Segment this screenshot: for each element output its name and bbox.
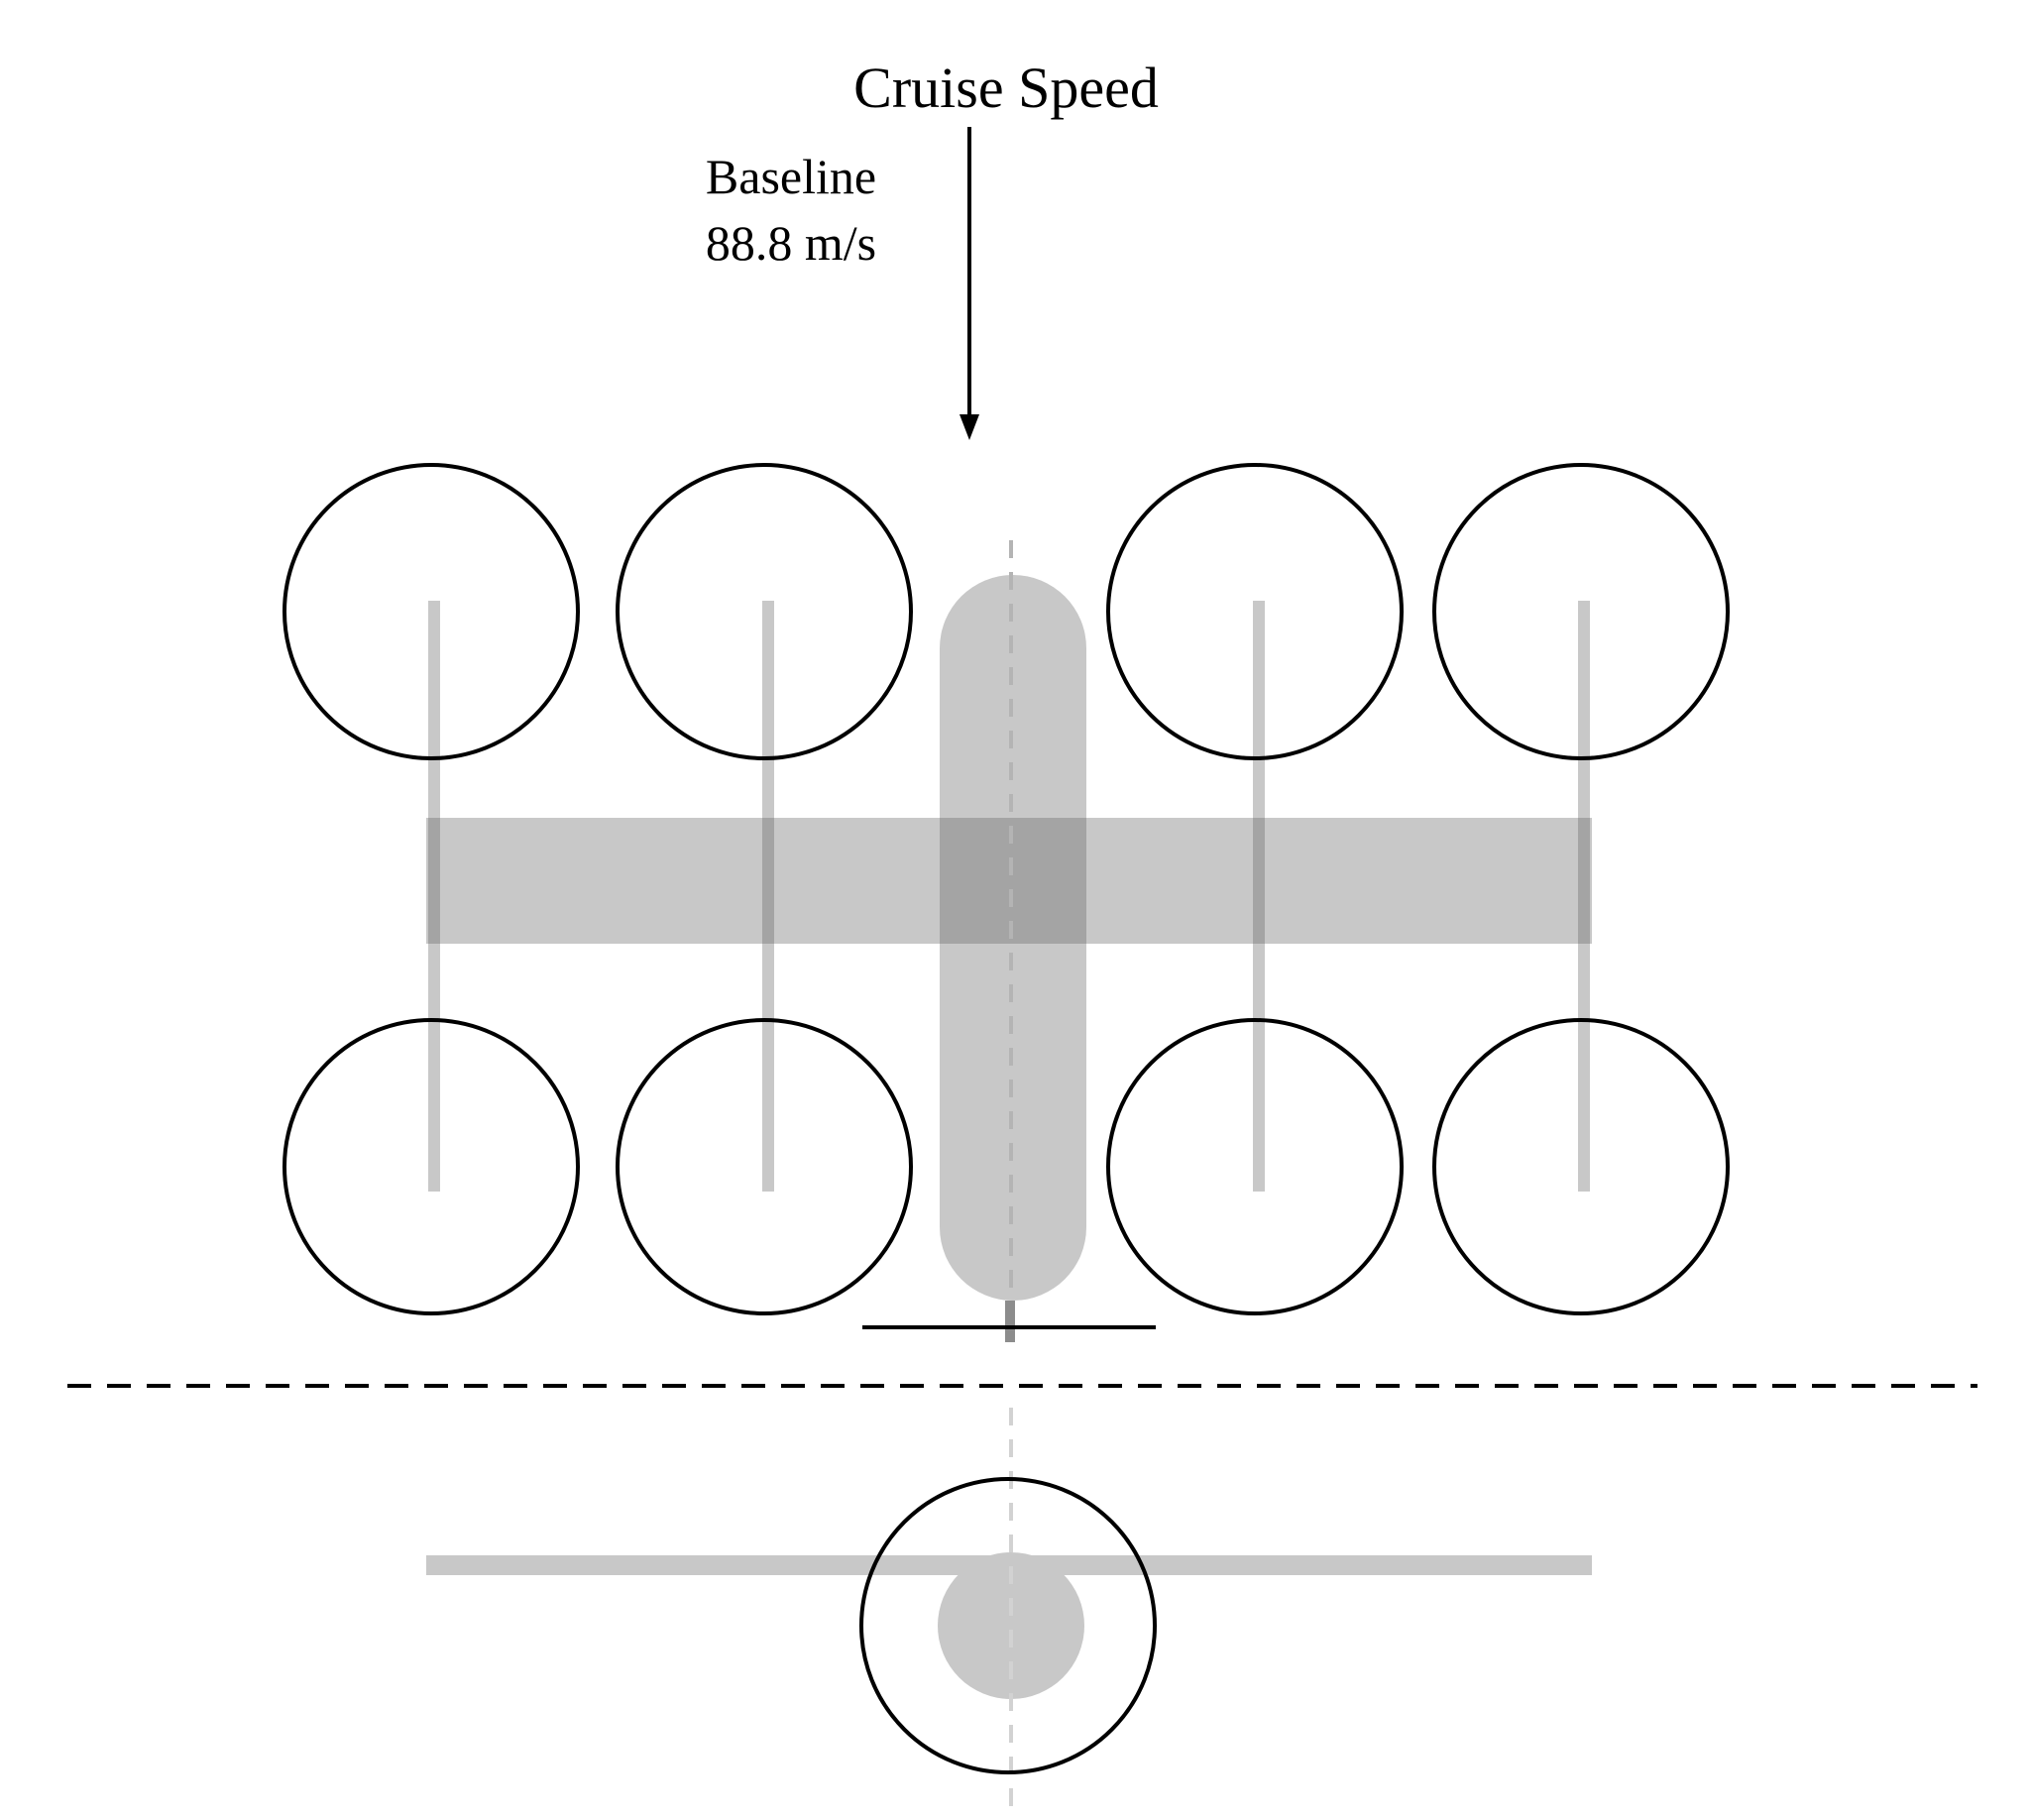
rotor-front-1 [282, 463, 580, 760]
baseline-speed-value: 88.8 m/s [706, 215, 876, 271]
rotors [282, 463, 1730, 1315]
front-view [426, 1408, 1592, 1820]
cruise-speed-title: Cruise Speed [853, 56, 1159, 120]
front-view-fuselage [938, 1552, 1084, 1699]
top-view [282, 463, 1730, 1342]
cruise-direction-arrow [960, 127, 979, 440]
rotor-front-3 [1106, 463, 1404, 760]
boom-wing-overlaps [428, 818, 1590, 944]
baseline-label: Baseline [706, 149, 876, 204]
rotor-rear-4 [1432, 1018, 1730, 1315]
front-view-propeller-disk [859, 1477, 1157, 1774]
rotor-rear-3 [1106, 1018, 1404, 1315]
rotor-rear-1 [282, 1018, 580, 1315]
rotor-front-2 [616, 463, 913, 760]
tail-strut [1005, 1301, 1015, 1342]
rotor-rear-2 [616, 1018, 913, 1315]
rotor-front-4 [1432, 463, 1730, 760]
